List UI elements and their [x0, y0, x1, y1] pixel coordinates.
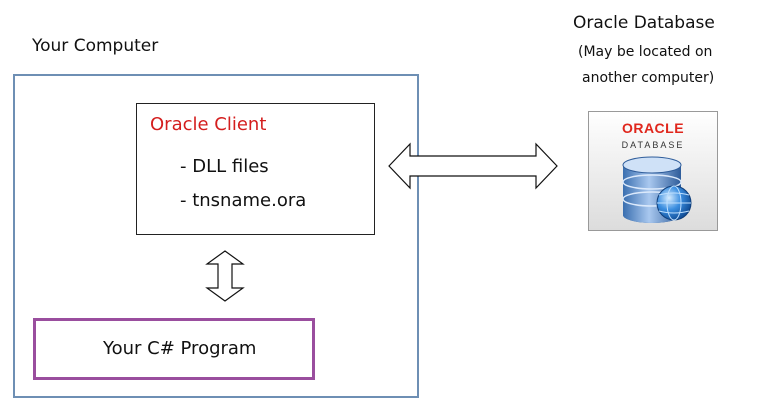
computer-title: Your Computer	[32, 36, 159, 56]
computer-box	[13, 74, 419, 398]
horizontal-double-arrow	[388, 142, 558, 190]
oracle-logo-subtext: DATABASE	[622, 140, 685, 150]
oracle-database-note: another computer)	[582, 70, 715, 86]
oracle-client-item: - DLL files	[180, 156, 269, 177]
oracle-database-title: Oracle Database	[573, 13, 715, 33]
oracle-client-box	[136, 103, 375, 235]
oracle-database-note: (May be located on	[578, 44, 713, 60]
vertical-double-arrow	[205, 250, 245, 302]
oracle-database-icon: ORACLE DATABASE	[588, 111, 718, 231]
oracle-logo-text: ORACLE	[622, 120, 684, 136]
oracle-client-item: - tnsname.ora	[180, 190, 307, 211]
oracle-client-title: Oracle Client	[150, 114, 267, 135]
program-label: Your C# Program	[103, 338, 257, 359]
program-box	[33, 318, 315, 380]
